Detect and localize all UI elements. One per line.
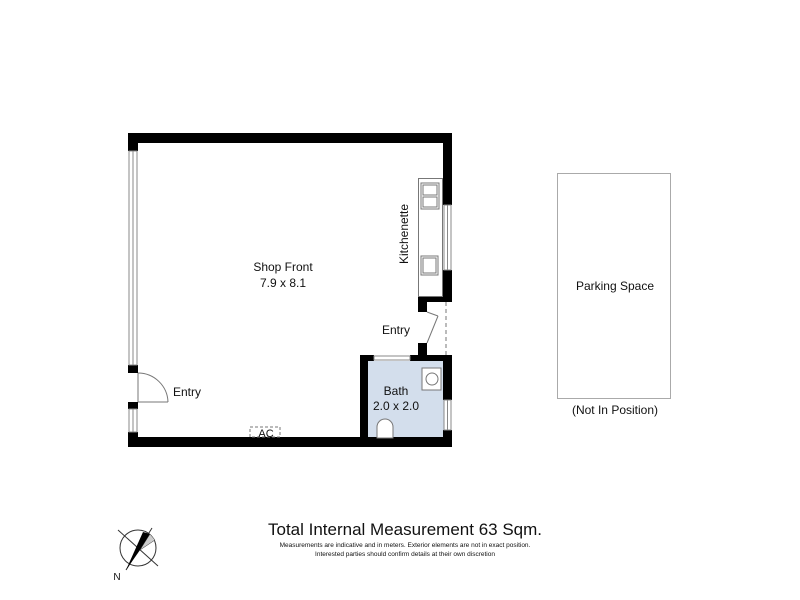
compass-north-label: N — [113, 572, 120, 583]
toilet-icon — [376, 418, 394, 439]
bath-fixtures — [376, 367, 442, 439]
kitchenette-counter — [418, 178, 443, 297]
side-entry-door — [426, 302, 447, 355]
side-entry-label: Entry — [382, 323, 410, 337]
windows — [128, 150, 452, 433]
bath-dims: 2.0 x 2.0 — [373, 399, 419, 413]
shop-front-label: Shop Front — [253, 260, 313, 274]
entry-door — [137, 372, 169, 403]
bath-label: Bath — [384, 384, 409, 398]
main-entry-label: Entry — [173, 385, 201, 399]
total-measurement-title: Total Internal Measurement 63 Sqm. — [268, 520, 542, 539]
ac-label: AC — [258, 428, 273, 440]
disclaimer-line-2: Interested parties should confirm detail… — [315, 551, 495, 558]
shop-front-dims: 7.9 x 8.1 — [260, 276, 306, 290]
parking-label: Parking Space — [576, 279, 654, 293]
parking-space — [557, 173, 671, 399]
bath-sliding-door — [373, 355, 411, 361]
ac-unit — [249, 426, 281, 438]
parking-note: (Not In Position) — [572, 403, 658, 417]
disclaimer-line-1: Measurements are indicative and in meter… — [280, 542, 531, 549]
walls — [128, 133, 452, 447]
kitchenette-label: Kitchenette — [397, 204, 411, 264]
compass-icon — [117, 527, 159, 571]
